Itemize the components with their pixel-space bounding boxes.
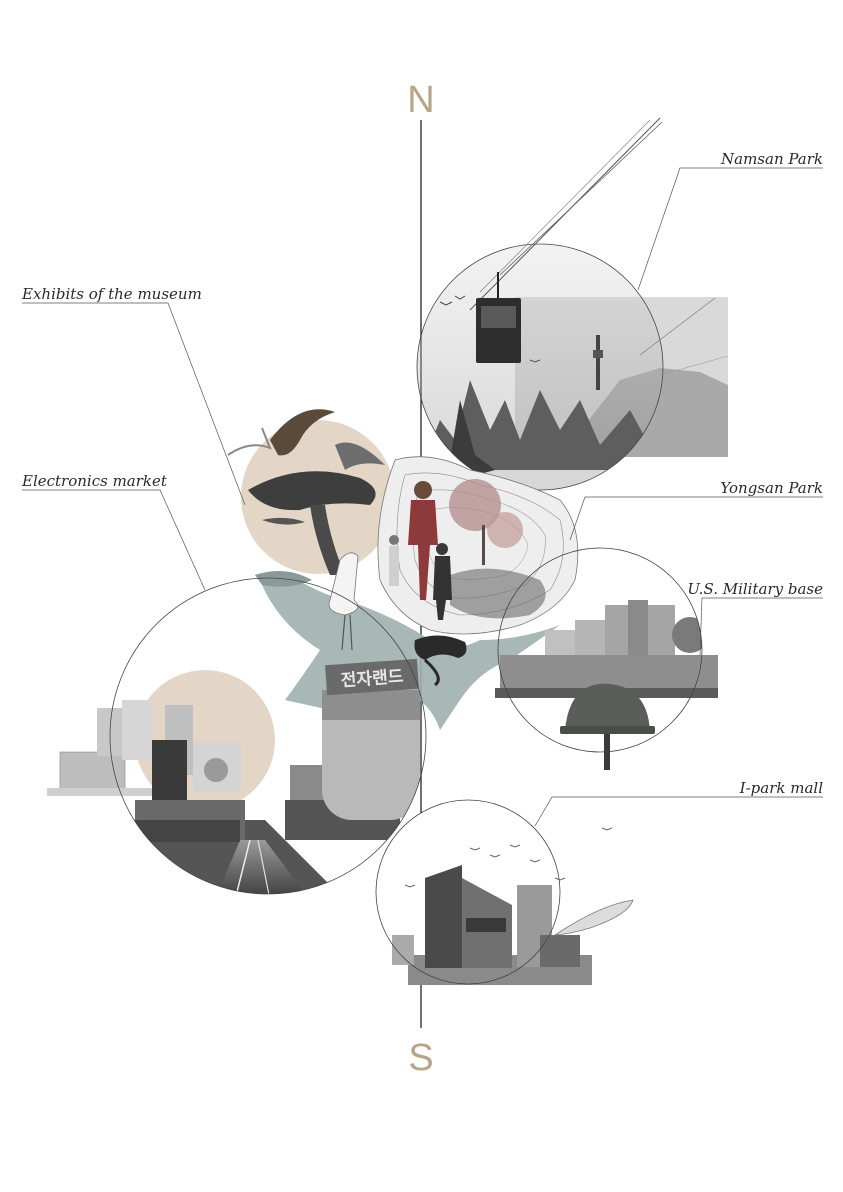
pc-tower-icon <box>97 708 122 756</box>
bird-icon <box>439 301 453 306</box>
bonsai-trunk <box>310 505 345 575</box>
bird-icon <box>454 295 466 300</box>
ipark-circle <box>375 799 561 985</box>
leader-namsan <box>637 167 823 291</box>
ktx-train-icon <box>553 899 634 936</box>
eagle-icon <box>270 409 335 456</box>
bird-icon <box>509 844 521 848</box>
ipark-mall-scene <box>375 799 634 985</box>
label-yongsan-park: Yongsan Park <box>720 479 823 497</box>
seoul-tower-icon <box>596 335 600 390</box>
namsan-park-scene <box>416 117 729 491</box>
north-letter: N <box>407 79 434 121</box>
label-namsan-park: Namsan Park <box>720 150 823 168</box>
military-circle <box>497 547 703 753</box>
museum-exhibits-scene <box>227 409 395 575</box>
labels: Namsan Park Exhibits of the museum Elect… <box>21 150 824 827</box>
namsan-circle <box>416 243 664 491</box>
electronics-circle <box>109 577 427 895</box>
hawk-icon <box>335 442 385 470</box>
store-sign-text: 전자랜드 <box>340 667 404 691</box>
bonsai-canopy <box>248 471 376 511</box>
rock-base <box>450 568 546 619</box>
bird-icon <box>554 877 566 881</box>
bird-icon <box>529 359 541 363</box>
monitor-icon <box>59 751 126 795</box>
walking-woman-figure <box>414 481 432 499</box>
store-sign <box>325 658 419 696</box>
south-letter: S <box>408 1037 433 1079</box>
bird-icon <box>601 827 613 831</box>
electronics-land-tower <box>322 690 420 820</box>
bird-icon <box>489 854 501 858</box>
bird-icon <box>529 859 541 863</box>
leader-electronics <box>22 489 206 591</box>
bird-icon <box>469 847 481 851</box>
leader-museum <box>22 302 246 506</box>
crane-flying-icon <box>227 427 272 456</box>
label-exhibits-museum: Exhibits of the museum <box>21 285 202 303</box>
leader-yongsan <box>569 496 823 541</box>
blossom-tree-icon <box>449 479 501 531</box>
label-ipark-mall: I-park mall <box>739 779 824 797</box>
child-figure <box>389 535 399 545</box>
bird-icon <box>404 884 416 888</box>
army-helmet-icon <box>565 683 650 732</box>
red-crowned-crane-icon <box>328 552 359 616</box>
leopard-icon <box>414 635 467 660</box>
military-base-scene <box>495 547 718 770</box>
leader-military <box>699 597 823 656</box>
label-electronics-market: Electronics market <box>21 472 168 490</box>
walking-man-figure <box>436 543 448 555</box>
forest-silhouette <box>420 380 663 470</box>
yongsan-park-scene <box>255 456 579 687</box>
leader-ipark <box>534 796 823 827</box>
ipark-mall-building <box>425 865 462 968</box>
label-military-base: U.S. Military base <box>687 580 823 598</box>
